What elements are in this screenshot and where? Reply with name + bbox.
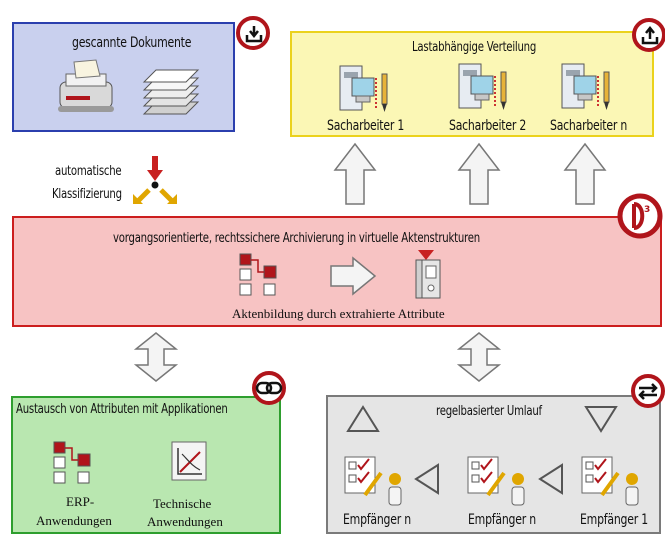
link-chain-icon [252, 371, 286, 405]
workstation-icon [458, 63, 507, 110]
worker-label-2: Sacharbeiter 2 [449, 118, 527, 134]
archive-title: vorgangsorientierte, rechtssichere Archi… [113, 231, 480, 246]
technical-label-line1: Technische [153, 496, 212, 511]
cycle-arrows-icon [631, 374, 665, 408]
paper-stack-icon [142, 69, 200, 115]
erp-label-line2: Anwendungen [36, 513, 112, 528]
classification-label-line1: automatische [55, 164, 122, 179]
erp-label-line1: ERP- [66, 494, 95, 509]
workflow-title: regelbasierter Umlauf [436, 404, 542, 419]
scanned-documents-box [12, 22, 235, 132]
classification-arrows-icon [133, 156, 177, 204]
form-person-icon [344, 456, 402, 506]
recipient-label: Empfänger n [343, 512, 411, 528]
form-person-icon [581, 456, 639, 506]
double-arrow-icon [456, 332, 502, 382]
workstation-icon [339, 65, 388, 112]
upload-badge [632, 18, 665, 52]
scanner-icon [58, 59, 114, 112]
worker-label-n: Sacharbeiter n [550, 118, 628, 134]
technical-label-line2: Anwendungen [147, 514, 223, 529]
exchange-title: Austausch von Attributen mit Applikation… [16, 402, 228, 417]
download-tray-icon [245, 26, 263, 43]
recipient-label: Empfänger n [468, 512, 536, 528]
triangle-arrow-icon [538, 463, 563, 495]
hierarchy-icon [53, 441, 91, 484]
block-arrow-icon [457, 142, 501, 205]
triangle-arrow-icon [584, 406, 618, 433]
binder-icon [415, 250, 441, 299]
upload-tray-badge [236, 16, 270, 50]
triangle-arrow-icon [346, 405, 380, 432]
workstation-icon [561, 63, 610, 110]
form-person-icon [467, 456, 525, 506]
worker-label-1: Sacharbeiter 1 [327, 118, 405, 134]
upload-tray-icon [641, 25, 659, 45]
block-arrow-icon [333, 142, 377, 205]
archive-subtitle: Aktenbildung durch extrahierte Attribute [232, 306, 445, 321]
classification-label-line2: Klassifizierung [52, 187, 122, 202]
double-arrow-icon [133, 332, 179, 382]
block-arrow-icon [563, 142, 607, 205]
distribution-title: Lastabhängige Verteilung [412, 40, 537, 55]
triangle-arrow-icon [414, 463, 439, 495]
scanned-documents-title: gescannte Dokumente [72, 35, 192, 51]
hierarchy-icon [239, 253, 277, 296]
d3-logo-icon: 3 [617, 193, 663, 239]
chart-icon [171, 441, 207, 481]
block-arrow-icon [330, 256, 377, 296]
svg-text:3: 3 [644, 205, 650, 215]
recipient-label: Empfänger 1 [580, 512, 648, 528]
